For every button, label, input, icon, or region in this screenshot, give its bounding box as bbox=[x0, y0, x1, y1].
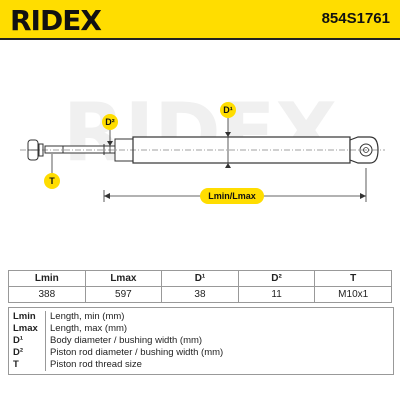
legend-row: D¹ Body diameter / bushing width (mm) bbox=[9, 335, 393, 347]
watermark: RIDEX bbox=[63, 86, 337, 179]
header-d1: D¹ bbox=[161, 270, 239, 287]
legend: Lmin Length, min (mm) Lmax Length, max (… bbox=[8, 307, 394, 375]
legend-row: D² Piston rod diameter / bushing width (… bbox=[9, 347, 393, 359]
header-bar: RIDEX 854S1761 bbox=[0, 0, 400, 40]
legend-abbr: T bbox=[13, 359, 19, 370]
value-lmax: 597 bbox=[84, 286, 163, 303]
label-d1: D¹ bbox=[220, 102, 236, 118]
label-length: Lmin/Lmax bbox=[200, 188, 264, 204]
header-t: T bbox=[314, 270, 392, 287]
piston-rod bbox=[62, 145, 116, 154]
label-d2: D² bbox=[102, 114, 118, 130]
legend-desc: Length, min (mm) bbox=[50, 311, 125, 322]
legend-desc: Piston rod thread size bbox=[50, 359, 142, 370]
label-t: T bbox=[44, 173, 60, 189]
value-d1: 38 bbox=[161, 286, 239, 303]
legend-desc: Length, max (mm) bbox=[50, 323, 128, 334]
legend-desc: Piston rod diameter / bushing width (mm) bbox=[50, 347, 224, 358]
legend-row: Lmax Length, max (mm) bbox=[9, 323, 393, 335]
value-t: M10x1 bbox=[314, 286, 392, 303]
legend-abbr: Lmax bbox=[13, 323, 38, 334]
part-number: 854S1761 bbox=[321, 10, 390, 27]
value-d2: 11 bbox=[237, 286, 316, 303]
spec-table-header-row: Lmin Lmax D¹ D² T bbox=[8, 270, 392, 287]
rod-thread bbox=[44, 145, 64, 154]
legend-abbr: Lmin bbox=[13, 311, 36, 322]
legend-abbr: D¹ bbox=[13, 335, 24, 346]
spec-table: Lmin Lmax D¹ D² T 388 597 38 11 M10x1 bbox=[8, 270, 392, 303]
header-lmin: Lmin bbox=[8, 270, 86, 287]
brand-logo: RIDEX bbox=[10, 4, 102, 37]
value-lmin: 388 bbox=[8, 286, 86, 303]
shock-absorber-diagram: RIDEX D¹ D² T bbox=[0, 40, 400, 265]
header-d2: D² bbox=[237, 270, 316, 287]
legend-row: Lmin Length, min (mm) bbox=[9, 311, 393, 323]
legend-abbr: D² bbox=[13, 347, 24, 358]
legend-row: T Piston rod thread size bbox=[9, 359, 393, 371]
spec-table-value-row: 388 597 38 11 M10x1 bbox=[8, 286, 392, 303]
diagram-drawing: RIDEX bbox=[20, 86, 385, 202]
legend-desc: Body diameter / bushing width (mm) bbox=[50, 335, 203, 346]
header-lmax: Lmax bbox=[84, 270, 163, 287]
